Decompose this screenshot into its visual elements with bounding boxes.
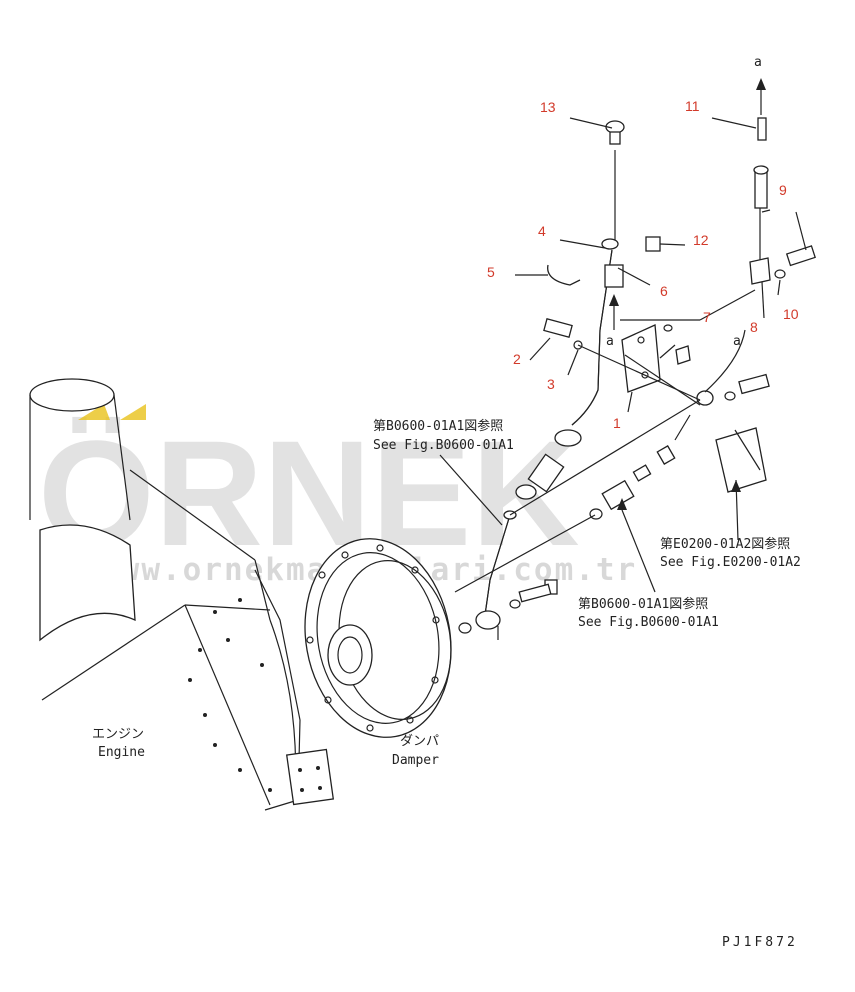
callout-1: 1 [613,415,621,431]
leader-lines [439,117,807,640]
callout-3: 3 [547,376,555,392]
callout-7: 7 [703,309,711,325]
arrow-up-icon [617,498,627,510]
callout-4: 4 [538,223,546,239]
ref3-en: See Fig.B0600-01A1 [578,615,719,630]
arrow-label-a-small: a [733,334,741,349]
callout-2: 2 [513,351,521,367]
damper: ダンパ Damper [304,538,452,768]
callout-8: 8 [750,319,758,335]
arrow-up-icon [609,294,619,306]
callout-11: 11 [685,98,700,114]
engine-label-jp: エンジン [92,727,144,742]
ref1-jp: 第B0600-01A1図参照 [373,418,503,434]
callout-13: 13 [540,99,556,115]
damper-label-jp: ダンパ [400,734,439,749]
watermark-accent-left [78,404,110,420]
callout-5: 5 [487,264,495,280]
damper-label-en: Damper [392,753,439,768]
ref2-jp: 第E0200-01A2図参照 [660,536,790,552]
mount-bracket [715,427,767,493]
callout-10: 10 [783,306,799,322]
arrow-up-icon [756,78,766,90]
callout-12: 12 [693,232,709,248]
callouts: 1 2 3 4 5 6 7 8 9 10 11 12 13 [487,98,799,431]
ref3-jp: 第B0600-01A1図参照 [578,596,708,612]
ref2-en: See Fig.E0200-01A2 [660,555,801,570]
watermark-accent-right [120,404,146,420]
ref1-en: See Fig.B0600-01A1 [373,438,514,453]
bracket-hardware [518,236,816,603]
callout-9: 9 [779,182,787,198]
arrow-label-a-top: a [754,55,762,70]
engine-label-en: Engine [98,745,145,760]
arrow-label-a-mid: a [606,334,614,349]
engine-block: エンジン Engine [29,378,335,811]
callout-6: 6 [660,283,668,299]
reference-notes: 第B0600-01A1図参照 See Fig.B0600-01A1 第E0200… [373,418,801,630]
bracket-plate [621,324,661,393]
arrow-up-icon [731,480,741,492]
direction-arrows: a a a [606,55,766,510]
drawing-code: PJ1F872 [722,935,798,950]
